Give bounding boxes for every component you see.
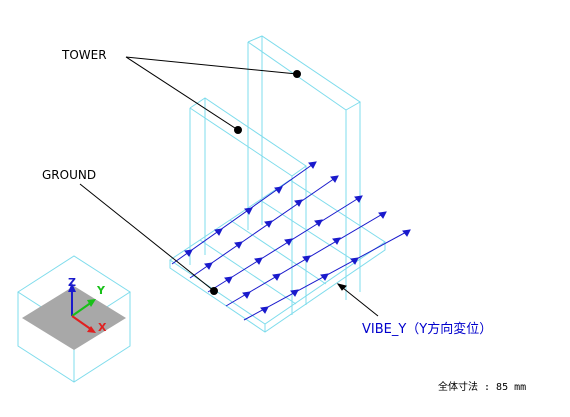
ground-label: GROUND xyxy=(42,168,97,182)
vibration-label: VIBE_Y（Y方向変位） xyxy=(362,322,493,337)
triad-x-label: X xyxy=(98,321,107,334)
tower-wireframe xyxy=(189,35,361,315)
arrow-row-2 xyxy=(189,175,339,279)
triad-z-label: Z xyxy=(68,276,76,289)
orientation-triad: Z Y X xyxy=(17,255,131,383)
leader-lines xyxy=(79,56,379,317)
ground-wireframe xyxy=(169,179,386,333)
vibration-arrows xyxy=(171,161,411,321)
triad-y-label: Y xyxy=(96,284,106,297)
ground-marker xyxy=(210,287,218,295)
overall-size-label: 全体寸法 : 85 mm xyxy=(438,382,527,393)
tower-label: TOWER xyxy=(62,48,107,62)
tower-marker-back xyxy=(293,70,301,78)
triad-x-axis xyxy=(71,315,93,331)
arrow-row-4 xyxy=(225,211,387,307)
arrow-row-3 xyxy=(207,195,363,293)
arrow-row-1 xyxy=(171,161,317,265)
tower-marker-front xyxy=(234,126,242,134)
triad-y-axis xyxy=(71,301,93,317)
arrow-row-5 xyxy=(243,229,411,321)
